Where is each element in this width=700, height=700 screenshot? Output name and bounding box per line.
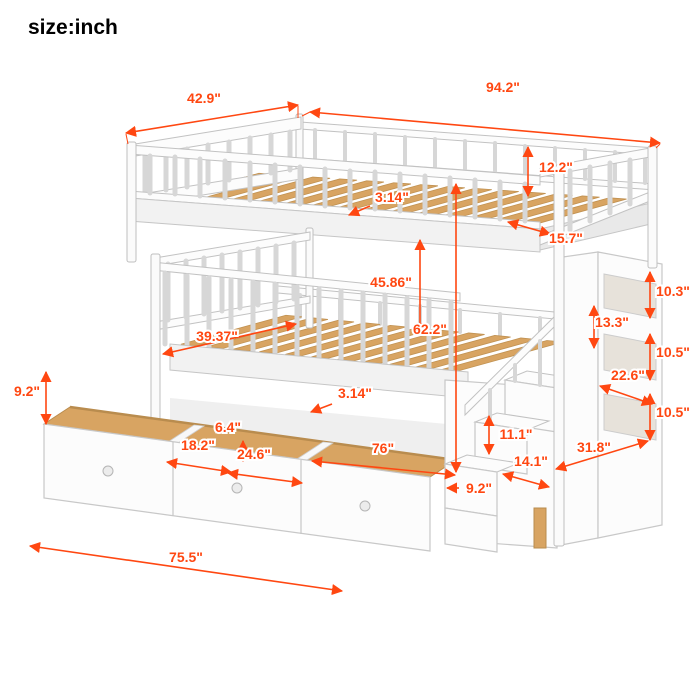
dim-label-drawer-height: 9.2": [14, 383, 40, 399]
storage-shelf-tower: [555, 251, 663, 547]
drawer-knob-3: [359, 500, 371, 512]
dim-leader-top-slat-gap: [347, 205, 371, 217]
stair-kick-board: [444, 507, 498, 553]
dim-leader-bottom-slat-gap: [309, 403, 333, 414]
dim-line-lower-bed-width: [161, 320, 298, 358]
dim-label-shelf-top: 10.3": [656, 283, 690, 299]
dim-line-step-tread: [501, 471, 551, 490]
dim-label-drawer-inner-width: 18.2": [181, 437, 215, 453]
dim-label-bunk-clearance: 45.86": [370, 274, 412, 290]
dim-line-drawer-inner-width: [165, 458, 233, 476]
upper-front-guardrail: [128, 144, 656, 253]
dim-label-step-riser: 11.1": [499, 426, 532, 442]
dim-label-total-length: 94.2": [486, 79, 520, 95]
dim-line-storage-depth: [554, 438, 650, 472]
upper-guardrail-spindles: [147, 153, 528, 224]
dim-label-stair-riser-upper: 13.3": [595, 314, 629, 330]
stair-main-post: [553, 165, 565, 547]
storage-shelf-opening-middle: [603, 333, 657, 381]
dim-label-top-rail-section: 15.7": [549, 230, 583, 246]
dim-label-stair-width: 22.6": [611, 367, 645, 383]
dim-line-top-rail-section: [506, 219, 552, 237]
dim-label-headboard-width: 42.9": [187, 90, 221, 106]
dim-line-headboard-width: [124, 101, 300, 137]
dim-line-drawer-unit-length: [28, 541, 344, 596]
dim-line-stair-width: [598, 384, 654, 406]
dim-label-lower-bed-length: 76": [372, 440, 394, 456]
dim-label-drawer-divider: 6.4": [215, 419, 241, 435]
stair-step-1: [443, 454, 521, 517]
dim-label-drawer-unit-length: 75.5": [169, 549, 203, 565]
dimension-lines: [28, 101, 662, 596]
drawer-knob-2: [231, 482, 243, 494]
upper-front-left-post: [126, 141, 137, 263]
dim-label-lower-bed-width: 39.37": [196, 328, 238, 344]
dim-label-stair-base: 9.2": [466, 480, 492, 496]
dim-label-step-tread: 14.1": [514, 453, 548, 469]
far-right-post: [647, 145, 658, 269]
dim-line-lower-bed-length: [310, 456, 457, 480]
drawer-back-wall: [69, 405, 457, 462]
storage-shelf-opening-top: [603, 273, 657, 319]
dim-label-total-height: 62.2": [413, 321, 447, 337]
dim-label-shelf-middle: 10.5": [656, 344, 690, 360]
ext-line-3: [301, 111, 311, 117]
dim-line-total-length: [308, 107, 662, 148]
drawer-knob-1: [102, 465, 114, 477]
stair-wood-leg: [533, 507, 547, 549]
dim-label-drawer-depth: 24.6": [237, 446, 271, 462]
dim-label-bottom-slat-gap: 3.14": [338, 385, 372, 401]
stair-rail-spindles: [567, 157, 633, 233]
dimension-labels: 42.9" 94.2" 12.2" 3.14" 15.7" 45.86" 62.…: [12, 77, 692, 567]
size-unit-title: size:inch: [28, 16, 118, 39]
dim-label-storage-depth: 31.8": [577, 439, 611, 455]
dim-label-top-slat-gap: 3.14": [375, 189, 409, 205]
dim-line-drawer-depth: [226, 468, 304, 488]
dim-label-shelf-bottom: 10.5": [656, 404, 690, 420]
dim-label-guardrail-height: 12.2": [539, 159, 573, 175]
stair-railing: [464, 147, 651, 426]
